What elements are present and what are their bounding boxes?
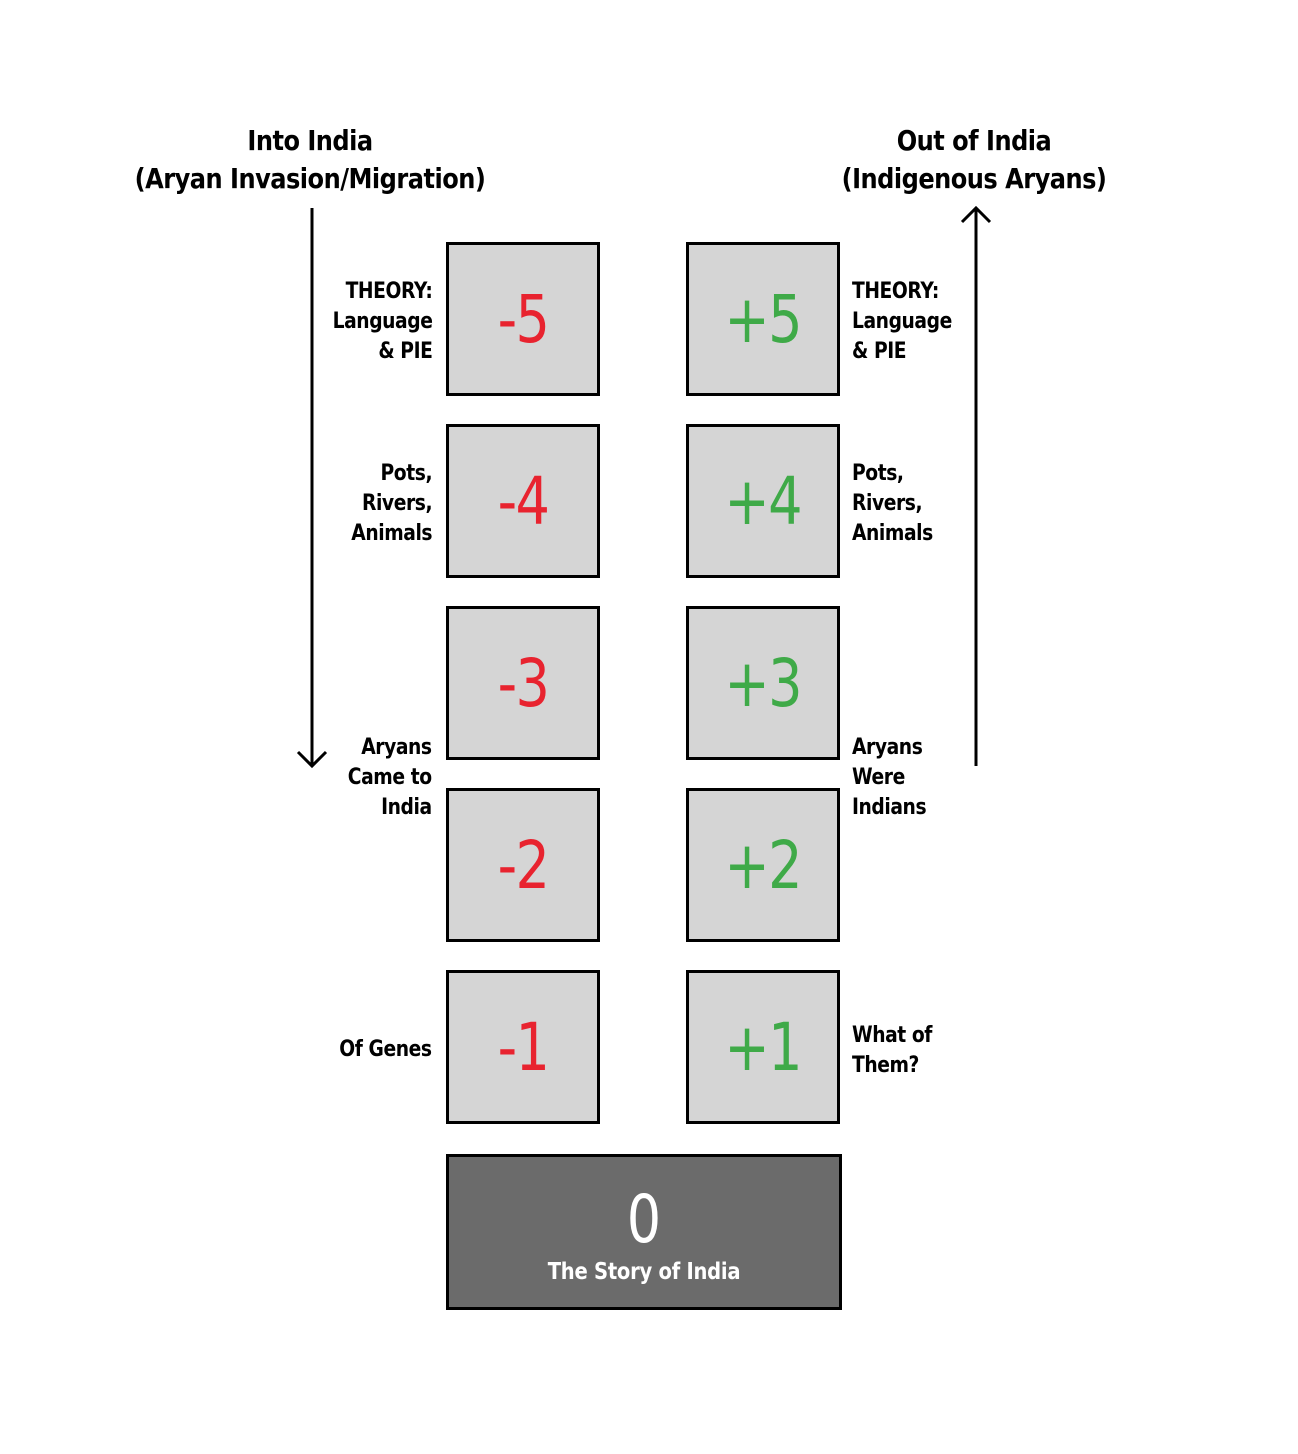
origin-box: 0 The Story of India [446, 1154, 842, 1310]
score-box-minus-4: -4 [446, 424, 600, 578]
origin-caption: The Story of India [547, 1259, 741, 1285]
origin-number: 0 [626, 1181, 662, 1258]
label-right-aryans: Aryans Were Indians [852, 733, 927, 823]
label-line: Animals [852, 521, 933, 546]
heading-into-india-subtitle: (Aryan Invasion/Migration) [134, 162, 486, 195]
score-box-plus-2: +2 [686, 788, 840, 942]
label-line: What of [852, 1023, 933, 1048]
score-box-minus-2: -2 [446, 788, 600, 942]
label-line: Came to [348, 765, 432, 790]
label-line: India [381, 795, 432, 820]
up-arrow-icon [960, 205, 992, 766]
label-line: Animals [351, 521, 432, 546]
score-value: -2 [497, 826, 550, 904]
score-value: -5 [497, 280, 550, 358]
score-box-plus-3: +3 [686, 606, 840, 760]
score-value: +2 [724, 826, 803, 904]
label-right-what-of-them: What of Them? [852, 1021, 932, 1081]
label-line: Were [852, 765, 905, 790]
label-right-theory: THEORY: Language & PIE [852, 277, 952, 367]
heading-into-india-title: Into India [247, 124, 373, 157]
label-line: Pots, [380, 461, 432, 486]
label-right-pots: Pots, Rivers, Animals [852, 459, 933, 549]
label-line: Rivers, [852, 491, 923, 516]
label-line: Rivers, [361, 491, 433, 516]
score-value: +3 [724, 644, 803, 722]
label-left-genes: Of Genes [339, 1035, 433, 1065]
label-line: Language [852, 309, 952, 334]
heading-into-india: Into India (Aryan Invasion/Migration) [129, 122, 490, 198]
score-box-minus-5: -5 [446, 242, 600, 396]
label-line: Indians [852, 795, 927, 820]
score-box-minus-3: -3 [446, 606, 600, 760]
label-left-theory: THEORY: Language & PIE [332, 277, 432, 367]
label-line: & PIE [852, 339, 907, 364]
label-line: Aryans [361, 735, 433, 760]
heading-out-of-india-subtitle: (Indigenous Aryans) [841, 162, 1107, 195]
label-line: THEORY: [852, 279, 939, 304]
score-value: +1 [724, 1008, 803, 1086]
label-line: Them? [852, 1053, 919, 1078]
label-line: & PIE [377, 339, 433, 364]
label-line: THEORY: [345, 279, 432, 304]
score-value: -3 [497, 644, 550, 722]
score-value: -1 [497, 1008, 550, 1086]
label-line: Language [332, 309, 432, 334]
label-left-aryans: Aryans Came to India [348, 733, 432, 823]
score-box-plus-1: +1 [686, 970, 840, 1124]
score-box-minus-1: -1 [446, 970, 600, 1124]
score-value: -4 [497, 462, 550, 540]
label-line: Of Genes [339, 1037, 433, 1062]
score-value: +4 [724, 462, 803, 540]
label-line: Pots, [852, 461, 904, 486]
down-arrow-icon [296, 208, 328, 769]
score-box-plus-5: +5 [686, 242, 840, 396]
score-value: +5 [724, 280, 803, 358]
heading-out-of-india-title: Out of India [896, 124, 1052, 157]
score-box-plus-4: +4 [686, 424, 840, 578]
label-left-pots: Pots, Rivers, Animals [351, 459, 432, 549]
label-line: Aryans [852, 735, 923, 760]
heading-out-of-india: Out of India (Indigenous Aryans) [802, 122, 1146, 198]
